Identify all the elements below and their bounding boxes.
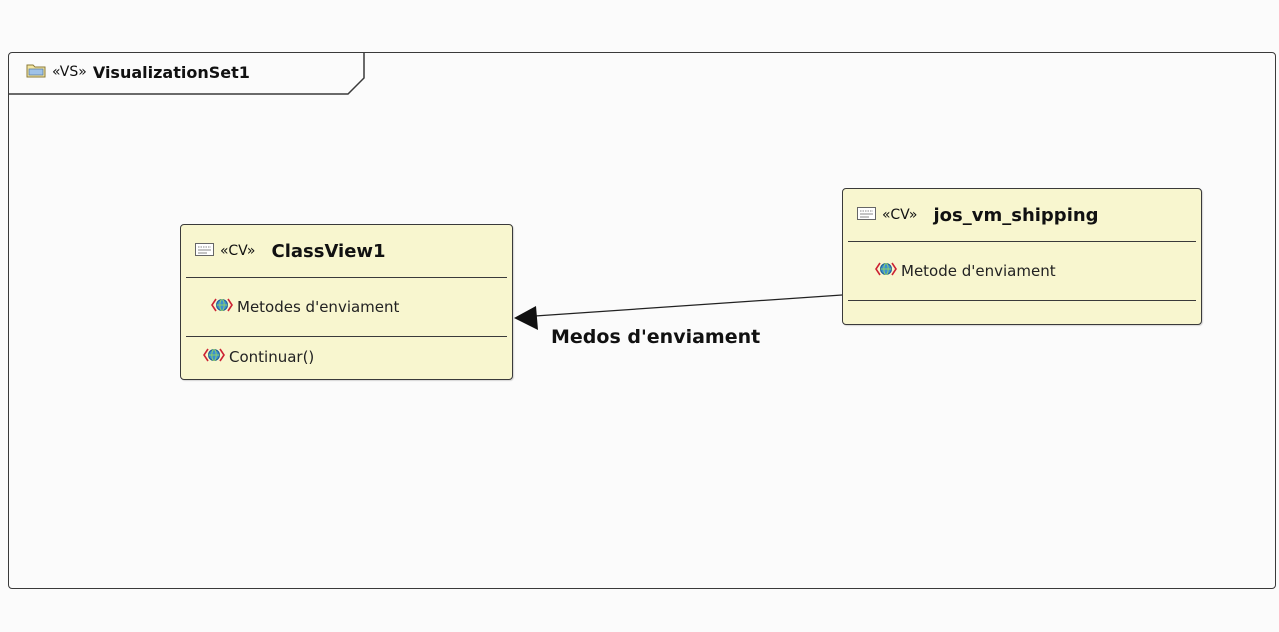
- attribute-row[interactable]: Metode d'enviament: [843, 242, 1201, 300]
- attribute-label: Metodes d'enviament: [237, 298, 400, 316]
- association-line: [534, 294, 843, 317]
- operation-icon: [203, 346, 225, 368]
- class-box-jos-vm-shipping[interactable]: «CV» jos_vm_shipping Metode d'enviament: [842, 188, 1202, 325]
- package-name-tab: [9, 53, 365, 95]
- package-header[interactable]: «VS» VisualizationSet1: [26, 60, 250, 84]
- compartment-divider: [848, 300, 1196, 301]
- association-label: Medos d'enviament: [551, 326, 761, 348]
- class-box-classview1[interactable]: «CV» ClassView1 Metodes d'enviament: [180, 224, 513, 380]
- attribute-label: Metode d'enviament: [901, 262, 1056, 280]
- class-stereotype: «CV»: [882, 207, 918, 223]
- class-header: «CV» ClassView1: [181, 225, 512, 277]
- class-header: «CV» jos_vm_shipping: [843, 189, 1201, 241]
- package-title: VisualizationSet1: [92, 62, 250, 82]
- compartment-divider: [848, 241, 1196, 242]
- operation-label: Continuar(): [229, 348, 315, 366]
- package-folder-icon: [26, 62, 46, 82]
- package-stereotype: «VS»: [52, 64, 87, 80]
- class-view-icon: [857, 206, 876, 224]
- class-name: ClassView1: [271, 240, 386, 262]
- operation-row[interactable]: Continuar(): [181, 337, 512, 377]
- attribute-icon: [211, 296, 233, 318]
- attribute-icon: [875, 260, 897, 282]
- class-view-icon: [195, 242, 214, 260]
- class-name: jos_vm_shipping: [933, 204, 1099, 226]
- association-arrowhead: [514, 306, 538, 330]
- compartment-divider: [186, 336, 507, 337]
- compartment-divider: [186, 277, 507, 278]
- class-stereotype: «CV»: [220, 243, 256, 259]
- attribute-row[interactable]: Metodes d'enviament: [181, 278, 512, 336]
- operations-compartment-empty: [843, 301, 1201, 321]
